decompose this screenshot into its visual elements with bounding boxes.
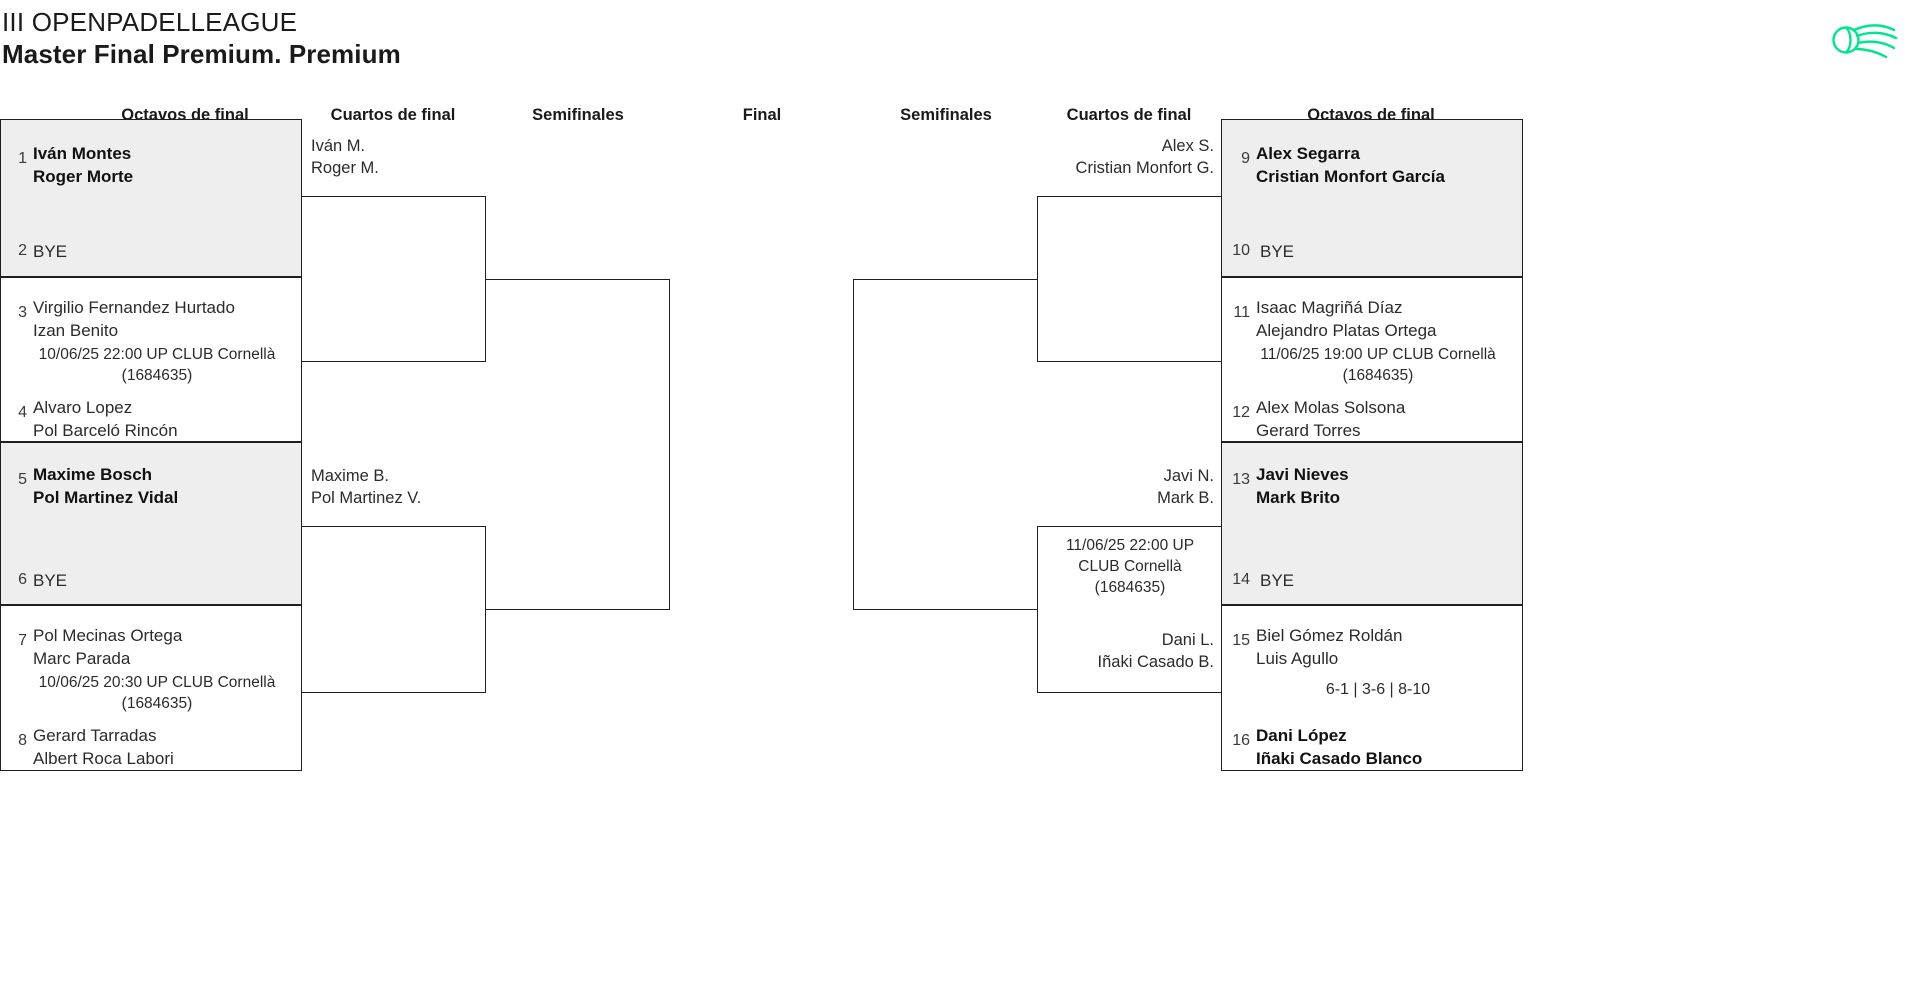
match-slot-left-1[interactable]: 1 Iván Montes Roger Morte 2 BYE xyxy=(0,119,302,277)
round-header-left-quarters: Cuartos de final xyxy=(330,106,456,124)
round-header-left-semis: Semifinales xyxy=(532,106,624,124)
match-info-right-q2: 11/06/25 22:00 UP CLUB Cornellà (1684635… xyxy=(1065,537,1195,596)
connector-left-semi xyxy=(486,279,670,610)
padel-ball-logo xyxy=(1824,8,1904,68)
seed-number: 6 xyxy=(18,571,27,588)
advancing-team-left-q2: Maxime B. Pol Martinez V. xyxy=(311,467,422,507)
match-slot-right-4[interactable]: 15 Biel Gómez Roldán Luis Agullo 6-1 | 3… xyxy=(1221,605,1523,771)
seed-number: 9 xyxy=(1241,150,1250,167)
team-names: Isaac Magriñá Díaz Alejandro Platas Orte… xyxy=(1256,298,1437,340)
bye-label: BYE xyxy=(33,571,68,590)
match-slot-right-1[interactable]: 9 Alex Segarra Cristian Monfort García 1… xyxy=(1221,119,1523,277)
match-info: 11/06/25 19:00 UP CLUB Cornellà (1684635… xyxy=(1260,346,1496,384)
seed-number: 2 xyxy=(18,242,27,259)
match-slot-right-2[interactable]: 11 Isaac Magriñá Díaz Alejandro Platas O… xyxy=(1221,277,1523,442)
team-names: Maxime Bosch Pol Martinez Vidal xyxy=(33,465,179,507)
match-info: 10/06/25 20:30 UP CLUB Cornellà (1684635… xyxy=(38,674,276,712)
match-score: 6-1 | 3-6 | 8-10 xyxy=(1325,681,1431,698)
page-title: Master Final Premium. Premium xyxy=(2,39,401,69)
team-names: Gerard Tarradas Albert Roca Labori xyxy=(33,726,174,768)
seed-number: 3 xyxy=(18,304,27,321)
connector-left-q1 xyxy=(302,196,486,362)
seed-number: 14 xyxy=(1232,571,1250,588)
seed-number: 13 xyxy=(1232,471,1250,488)
match-slot-right-3[interactable]: 13 Javi Nieves Mark Brito 14 BYE xyxy=(1221,442,1523,605)
title-block: III OPENPADELLEAGUE Master Final Premium… xyxy=(2,6,401,70)
seed-number: 8 xyxy=(18,732,27,749)
team-names: Biel Gómez Roldán Luis Agullo xyxy=(1256,626,1403,668)
connector-left-q2 xyxy=(302,526,486,693)
seed-number: 11 xyxy=(1233,304,1250,321)
seed-number: 10 xyxy=(1232,242,1250,259)
team-names: Pol Mecinas Ortega Marc Parada xyxy=(33,626,183,668)
advancing-team-right-q2-top: Javi N. Mark B. xyxy=(1157,467,1214,507)
seed-number: 4 xyxy=(18,404,27,421)
seed-number: 15 xyxy=(1232,632,1250,649)
seed-number: 16 xyxy=(1232,732,1250,749)
connector-right-q1 xyxy=(1037,196,1221,362)
team-names: Alex Molas Solsona Gerard Torres xyxy=(1256,398,1406,440)
advancing-team-right-q2-bottom: Dani L. Iñaki Casado B. xyxy=(1097,631,1214,671)
bye-label: BYE xyxy=(1260,571,1295,590)
page-header: III OPENPADELLEAGUE Master Final Premium… xyxy=(0,0,1920,84)
team-names: Virgilio Fernandez Hurtado Izan Benito xyxy=(33,298,235,340)
seed-number: 7 xyxy=(18,632,27,649)
team-names: Alex Segarra Cristian Monfort García xyxy=(1256,144,1445,186)
round-header-final: Final xyxy=(742,106,782,124)
advancing-team-left-q1: Iván M. Roger M. xyxy=(311,137,379,177)
team-names: Iván Montes Roger Morte xyxy=(33,144,134,186)
advancing-team-right-q1: Alex S. Cristian Monfort G. xyxy=(1075,137,1214,177)
round-header-right-semis: Semifinales xyxy=(900,106,992,124)
seed-number: 5 xyxy=(18,471,27,488)
match-slot-left-2[interactable]: 3 Virgilio Fernandez Hurtado Izan Benito… xyxy=(0,277,302,442)
tournament-name: III OPENPADELLEAGUE xyxy=(2,7,298,37)
match-slot-left-4[interactable]: 7 Pol Mecinas Ortega Marc Parada 10/06/2… xyxy=(0,605,302,771)
match-info: 10/06/25 22:00 UP CLUB Cornellà (1684635… xyxy=(38,346,276,384)
team-names: Javi Nieves Mark Brito xyxy=(1256,465,1349,507)
seed-number: 1 xyxy=(18,150,27,167)
seed-number: 12 xyxy=(1232,404,1250,421)
bye-label: BYE xyxy=(33,242,68,261)
connector-right-semi xyxy=(853,279,1037,610)
round-header-right-quarters: Cuartos de final xyxy=(1066,106,1192,124)
team-names: Alvaro Lopez Pol Barceló Rincón xyxy=(33,398,178,440)
connector-right-q2 xyxy=(1037,526,1221,693)
match-slot-left-3[interactable]: 5 Maxime Bosch Pol Martinez Vidal 6 BYE xyxy=(0,442,302,605)
bye-label: BYE xyxy=(1260,242,1295,261)
team-names: Dani López Iñaki Casado Blanco xyxy=(1256,726,1423,768)
